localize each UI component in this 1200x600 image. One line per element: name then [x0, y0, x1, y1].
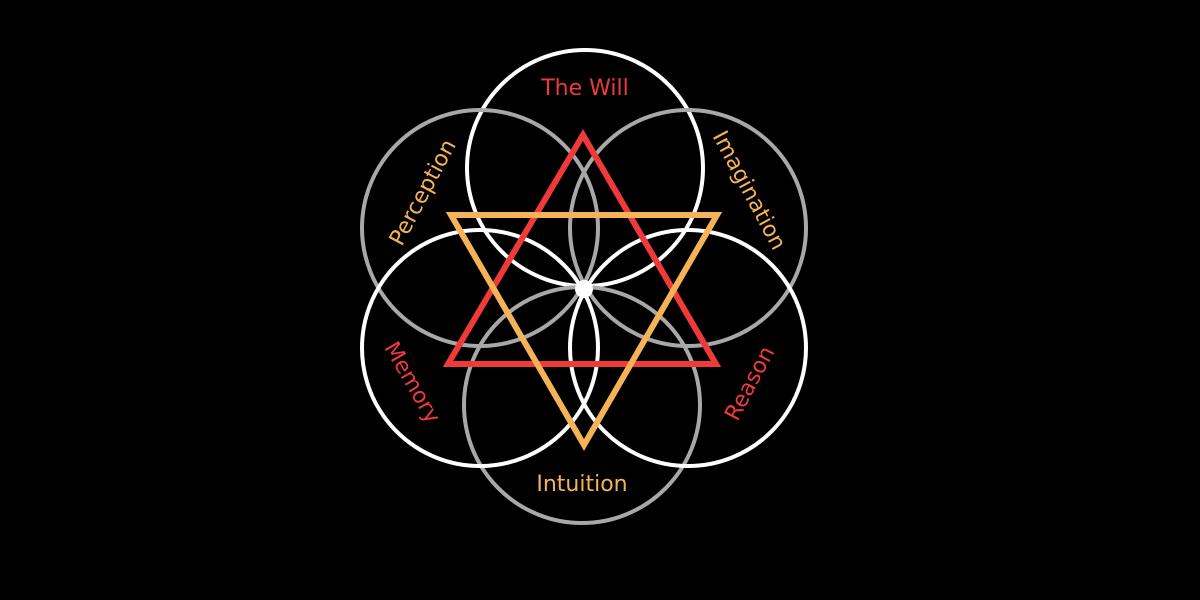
- label-intuition: Intuition: [536, 472, 627, 497]
- downward-triangle: [445, 212, 723, 451]
- label-reason: Reason: [720, 342, 780, 425]
- circle-memory: [360, 228, 600, 468]
- label-the-will: The Will: [540, 76, 629, 101]
- label-memory: Memory: [379, 338, 445, 428]
- circle-reason: [568, 228, 808, 468]
- center-dot: [575, 280, 593, 298]
- upward-triangle: [442, 129, 722, 367]
- circle-imagination: [568, 108, 808, 348]
